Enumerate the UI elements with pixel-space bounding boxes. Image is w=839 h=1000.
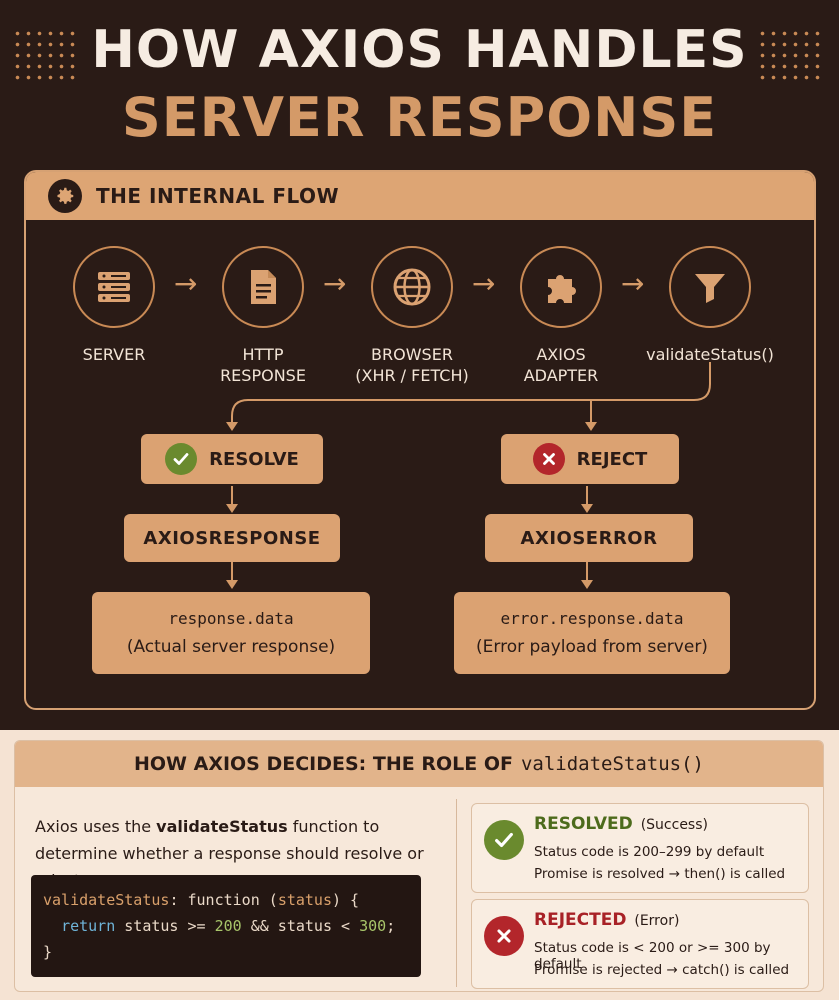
response-data-desc: (Actual server response)	[126, 637, 336, 657]
arrow-right-icon: →	[323, 267, 347, 300]
decide-header: HOW AXIOS DECIDES: THE ROLE OF validateS…	[15, 741, 823, 787]
gear-icon	[48, 179, 82, 213]
arrow-right-icon: →	[472, 267, 496, 300]
page-title-line2: SERVER RESPONSE	[121, 86, 718, 149]
step-server: SERVER	[34, 246, 194, 365]
resolve-box: RESOLVE	[141, 434, 323, 484]
document-icon	[222, 246, 304, 328]
arrow-right-icon: →	[174, 267, 198, 300]
decide-intro: Axios uses the validateStatus function t…	[35, 817, 424, 890]
axios-error-box: AXIOSERROR	[485, 514, 693, 562]
globe-icon	[371, 246, 453, 328]
error-data-code: error.response.data	[500, 609, 684, 628]
rejected-card: REJECTED (Error) Status code is < 200 or…	[471, 899, 809, 989]
x-icon	[484, 916, 524, 956]
step-label: HTTP RESPONSE	[220, 345, 306, 385]
server-icon	[73, 246, 155, 328]
axios-response-label: AXIOSRESPONSE	[143, 527, 321, 549]
funnel-icon	[669, 246, 751, 328]
x-icon	[532, 443, 565, 475]
resolved-heading: RESOLVED (Success)	[534, 814, 708, 834]
step-label: validateStatus()	[646, 345, 774, 364]
page-title-line1: HOW AXIOS HANDLES	[91, 20, 748, 80]
step-http-response: HTTP RESPONSE	[183, 246, 343, 386]
step-validate-status: validateStatus()	[630, 246, 790, 365]
decorative-dots-right	[757, 28, 821, 80]
resolved-card: RESOLVED (Success) Status code is 200–29…	[471, 803, 809, 893]
reject-label: REJECT	[576, 448, 648, 470]
reject-box: REJECT	[501, 434, 679, 484]
arrow-right-icon: →	[621, 267, 645, 300]
response-data-box: response.data (Actual server response)	[92, 592, 370, 674]
code-snippet: validateStatus: function (status) { retu…	[31, 875, 421, 977]
decide-header-code: validateStatus()	[520, 753, 704, 775]
axios-error-label: AXIOSERROR	[520, 527, 658, 549]
rejected-line1: Status code is < 200 or >= 300 by defaul…	[534, 940, 771, 972]
resolved-line2: Promise is resolved → then() is called	[534, 866, 786, 882]
section-divider	[456, 799, 457, 987]
decorative-dots-left	[12, 28, 76, 80]
step-browser: BROWSER (XHR / FETCH)	[332, 246, 492, 386]
check-icon	[165, 443, 198, 475]
decide-panel: HOW AXIOS DECIDES: THE ROLE OF validateS…	[14, 740, 824, 992]
rejected-line2: Promise is rejected → catch() is called	[534, 962, 790, 978]
internal-flow-title: THE INTERNAL FLOW	[96, 184, 340, 208]
resolved-line1: Status code is 200–299 by default	[534, 844, 765, 860]
step-label: SERVER	[82, 345, 146, 364]
puzzle-icon	[520, 246, 602, 328]
error-data-box: error.response.data (Error payload from …	[454, 592, 730, 674]
step-axios-adapter: AXIOS ADAPTER	[481, 246, 641, 386]
decide-section: HOW AXIOS DECIDES: THE ROLE OF validateS…	[0, 730, 839, 1000]
internal-flow-header: THE INTERNAL FLOW	[26, 172, 814, 220]
error-data-desc: (Error payload from server)	[476, 637, 708, 657]
axios-response-box: AXIOSRESPONSE	[124, 514, 340, 562]
decide-header-text: HOW AXIOS DECIDES: THE ROLE OF	[133, 753, 513, 775]
check-icon	[484, 820, 524, 860]
step-label: BROWSER (XHR / FETCH)	[355, 345, 469, 385]
rejected-heading: REJECTED (Error)	[534, 910, 680, 930]
flow-connectors	[226, 362, 711, 589]
response-data-code: response.data	[168, 609, 294, 628]
step-label: AXIOS ADAPTER	[523, 345, 599, 385]
resolve-label: RESOLVE	[209, 448, 299, 470]
internal-flow-panel: THE INTERNAL FLOW SERVER →	[24, 170, 816, 710]
